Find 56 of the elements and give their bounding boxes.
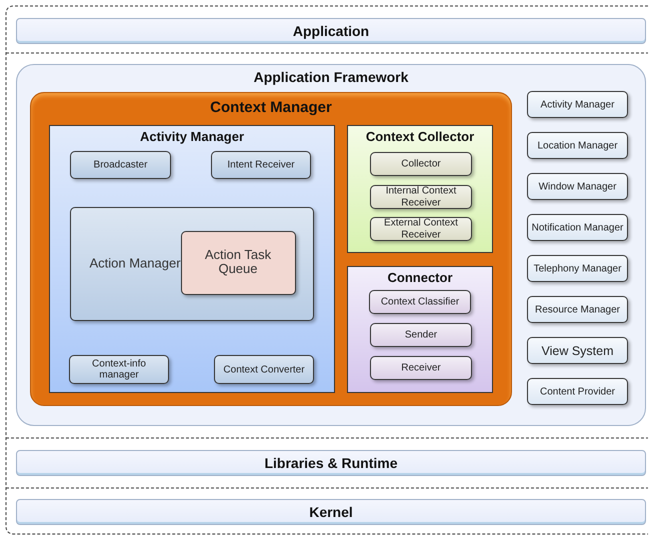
layer-title: Kernel	[308, 504, 354, 520]
component-box	[70, 151, 171, 179]
component-box	[69, 355, 169, 384]
layer-bar	[16, 450, 646, 476]
component-label: Intent Receiver	[226, 159, 296, 171]
manager-label: Action Manager	[88, 256, 182, 272]
component-label: External Context Receiver	[383, 218, 459, 240]
component-label: Window Manager	[538, 180, 618, 192]
component-box	[527, 132, 628, 159]
component-box	[211, 151, 311, 179]
panel-title: Context Manager	[209, 99, 333, 116]
component-label: View System	[540, 343, 614, 358]
panel-title: Application Framework	[252, 69, 410, 86]
layer-title: Application	[292, 22, 370, 40]
component-label: Context-info manager	[91, 358, 147, 381]
component-label: Context Classifier	[380, 296, 460, 308]
framework-panel	[16, 64, 646, 426]
component-label: Sender	[404, 329, 438, 341]
layer-bar	[16, 499, 646, 525]
component-label: Location Manager	[536, 140, 619, 152]
component-box	[214, 355, 314, 384]
queue-label: Action Task Queue	[204, 248, 272, 278]
manager-panel	[30, 92, 512, 406]
layer-title: Libraries & Runtime	[263, 454, 399, 472]
component-label: Internal Context Receiver	[384, 186, 458, 208]
component-box	[527, 255, 628, 282]
module-panel	[347, 125, 493, 253]
component-label: Activity Manager	[540, 98, 616, 110]
panel-title: Context Collector	[364, 130, 476, 145]
manager-box	[70, 207, 314, 321]
component-label: Receiver	[400, 362, 442, 374]
panel-title: Activity Manager	[138, 130, 246, 145]
component-label: Telephony Manager	[532, 262, 622, 274]
component-box	[370, 152, 472, 176]
component-box	[527, 214, 628, 241]
component-label: Resource Manager	[534, 304, 622, 316]
component-box	[527, 296, 628, 323]
layer-bar	[16, 18, 646, 44]
component-box	[527, 173, 628, 200]
panel-title: Connector	[386, 271, 454, 286]
component-label: Collector	[400, 158, 442, 170]
module-panel	[49, 125, 335, 393]
component-label: Context Converter	[222, 364, 306, 376]
component-label: Notification Manager	[530, 222, 624, 234]
component-box	[527, 337, 628, 364]
component-box	[527, 91, 628, 118]
component-box	[370, 356, 472, 380]
component-box	[369, 290, 471, 314]
module-panel	[347, 266, 493, 393]
queue-box	[180, 230, 296, 294]
component-box	[370, 185, 472, 209]
component-label: Broadcaster	[92, 159, 148, 171]
component-box	[370, 217, 472, 241]
component-label: Content Provider	[538, 386, 616, 398]
component-box	[370, 323, 472, 347]
component-box	[527, 378, 628, 405]
